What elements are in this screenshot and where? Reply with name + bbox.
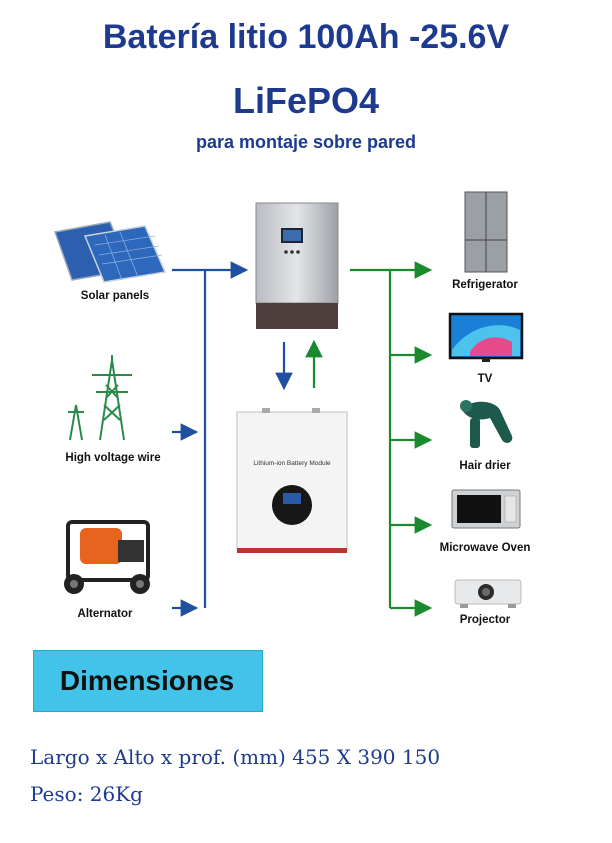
title-line-2: LiFePO4 bbox=[232, 80, 380, 121]
energy-flow-diagram bbox=[53, 191, 524, 617]
microwave-icon bbox=[451, 489, 521, 529]
generator-icon bbox=[64, 520, 150, 594]
label-high-voltage-wire: High voltage wire bbox=[65, 452, 161, 464]
input-bus bbox=[172, 261, 293, 617]
title-line-1: Batería litio 100Ah -25.6V bbox=[102, 18, 510, 56]
tv-icon bbox=[448, 312, 524, 362]
projector-icon bbox=[454, 579, 522, 608]
hair-drier-icon bbox=[460, 400, 513, 448]
refrigerator-icon bbox=[464, 191, 508, 273]
label-projector: Projector bbox=[459, 614, 511, 626]
battery-module-text: Lithium-ion Battery Module bbox=[253, 460, 331, 467]
inverter-icon bbox=[255, 202, 339, 329]
power-tower-icon bbox=[68, 355, 132, 441]
label-refrigerator: Refrigerator bbox=[452, 279, 518, 291]
label-solar-panels: Solar panels bbox=[80, 290, 150, 302]
label-hair-drier: Hair drier bbox=[459, 460, 511, 472]
output-bus bbox=[305, 261, 433, 617]
weight-spec: Peso: 26Kg bbox=[30, 782, 143, 806]
label-tv: TV bbox=[477, 373, 493, 385]
label-microwave-oven: Microwave Oven bbox=[439, 542, 531, 554]
subtitle: para montaje sobre pared bbox=[195, 132, 417, 152]
size-spec: Largo x Alto x prof. (mm) 455 X 390 150 bbox=[30, 745, 441, 769]
solar-panels-icon bbox=[53, 221, 167, 283]
battery-module-icon bbox=[236, 408, 348, 553]
label-alternator: Alternator bbox=[77, 608, 133, 620]
dimensions-badge bbox=[33, 650, 263, 712]
dimensions-badge-label: Dimensiones bbox=[59, 665, 235, 696]
